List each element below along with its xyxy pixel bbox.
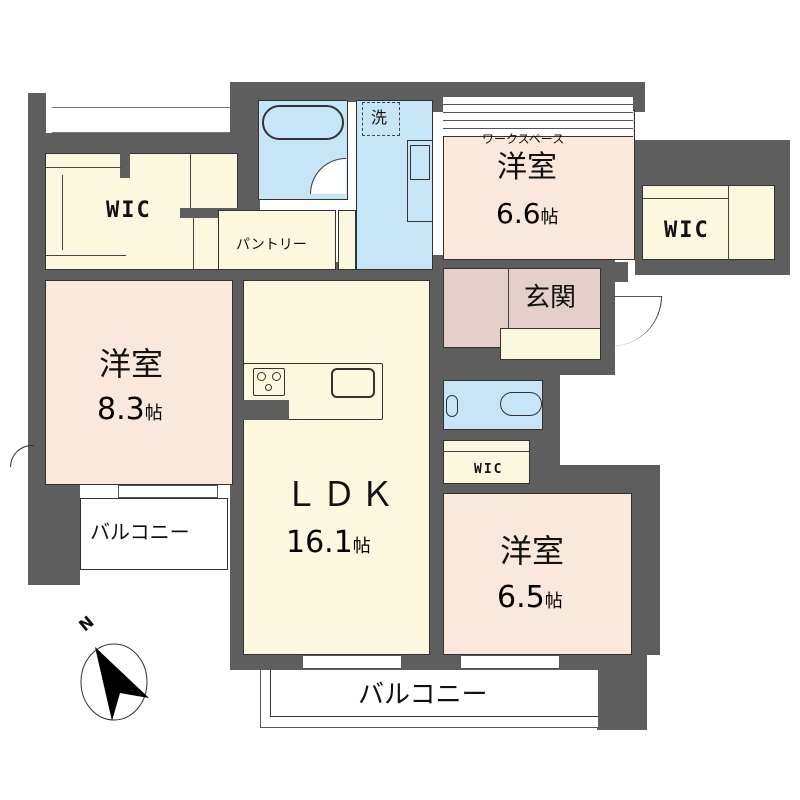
bedroom-w [45,280,233,485]
wic-ne-label: WIC [664,218,710,243]
wic-ne-shelf [643,198,728,199]
bedroom-ne-size-unit: 帖 [540,207,559,228]
wic-nw-stub [120,153,130,178]
bedroom-w-name: 洋室 [99,345,164,383]
ldk-room [243,280,430,655]
wall-center-spine [230,270,245,670]
ldk-size: 16.1帖 [286,528,371,558]
ldk-size-number: 16.1 [286,525,353,560]
ldk-size-unit: 帖 [352,536,371,557]
wall-ldk-east [428,270,443,670]
bedroom-w-size-number: 8.3 [97,392,145,427]
front-door-icon [612,296,662,346]
toilet-icon [500,392,542,416]
bedroom-w-size-unit: 帖 [144,403,163,424]
bedroom-ne-closet [443,97,633,137]
wic-ne-divider [728,185,729,260]
wic-nw-label: WIC [106,198,152,223]
entrance-divider [508,268,509,330]
burner-icon [272,372,281,381]
wall-ne-wic-notch [645,82,770,140]
wic-small-room [443,440,530,484]
entrance-label: 玄関 [524,283,577,313]
compass-north-label: N [75,612,98,636]
bedroom-w-size: 8.3帖 [97,395,163,425]
compass-arrow-icon [80,643,149,721]
wic-nw-shelf-bottom [46,255,126,256]
wic-nw-divider2 [193,218,194,270]
vanity-icon [407,140,433,222]
bedroom-ne-size-number: 6.6 [496,197,541,230]
north-ledge [52,107,230,133]
bedroom-se-name: 洋室 [500,532,565,570]
wic-small-shelf [443,451,529,452]
washroom [356,100,433,270]
laundry-label: 洗 [371,108,388,127]
bedroom-ne-note: ワークスペース [482,132,565,146]
bedroom-se-size-number: 6.5 [497,580,545,615]
kitchen-sink-icon [331,368,375,398]
balcony-w [80,498,228,570]
bedroom-ne-name: 洋室 [497,150,557,185]
wall-west-lower [28,470,80,585]
toilet-room [443,380,543,430]
wic-nw-notch [180,208,238,218]
pantry-side [338,210,356,270]
washer-area [362,102,400,136]
balcony-w-label: バルコニー [90,520,190,544]
window-bedroom-w-south [118,485,218,498]
window-bedroom-se-south [460,655,560,669]
vanity-basin [410,145,430,180]
window-ldk-south [302,655,402,669]
bedroom-se [443,493,632,655]
pantry-room [218,210,336,270]
bedroom-ne-size: 6.6帖 [496,200,559,228]
wall-ne-wic-top [645,165,790,185]
bedroom-se-size-unit: 帖 [544,591,563,612]
compass: N [75,612,149,721]
wic-nw-divider [190,153,191,208]
shoe-cabinet [500,328,601,360]
bathtub-icon [262,105,344,140]
wic-nw-shelf-top [46,167,121,168]
balcony-s [270,670,598,717]
kitchen-counter-base [243,400,289,420]
wic-ne-room [642,185,775,260]
bedroom-w-side-door-icon [10,445,34,467]
wic-nw-shelf-left [62,175,63,250]
wic-small-label: WIC [474,462,504,477]
ldk-name: ＬＤＫ [284,475,398,515]
pantry-label: パントリー [236,237,307,253]
bedroom-se-size: 6.5帖 [497,583,563,613]
burner-icon [257,372,266,381]
balcony-s-label: バルコニー [358,680,488,710]
burner-icon [265,384,272,391]
stove-icon [253,368,285,396]
sink-icon [446,395,458,417]
